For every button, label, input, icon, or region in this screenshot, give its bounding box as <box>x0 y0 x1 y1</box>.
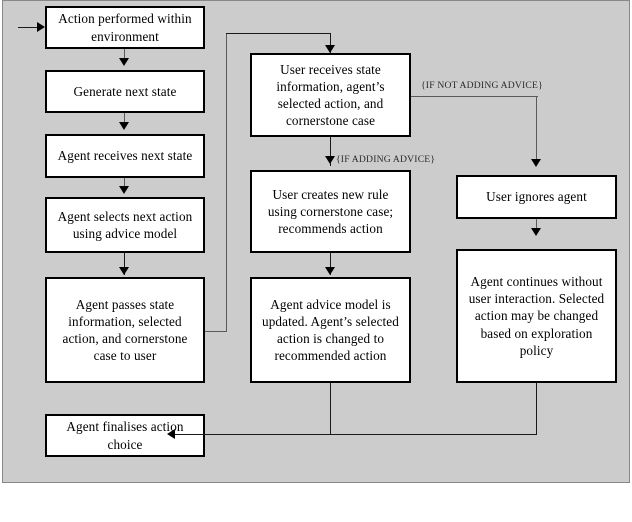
node-agent-selects-action-label: Agent selects next action using advice m… <box>57 208 193 241</box>
node-action-performed-label: Action performed within environment <box>58 11 192 44</box>
edge-userreceives-to-ignores-seg1 <box>411 96 538 97</box>
node-action-performed[interactable]: Action performed within environment <box>45 6 205 49</box>
node-generate-next-state-label: Generate next state <box>73 83 177 99</box>
edge-userreceives-to-ignores-arrowhead <box>531 159 541 167</box>
node-user-receives-state-label: User receives state information, agent’s… <box>276 61 385 129</box>
node-user-ignores-agent-label: User ignores agent <box>486 189 587 205</box>
node-agent-continues-label: Agent continues without user interaction… <box>468 274 605 358</box>
node-agent-finalises-label: Agent finalises action choice <box>66 419 184 452</box>
edge-advicemodel-to-return-bus <box>330 383 331 435</box>
node-agent-finalises[interactable]: Agent finalises action choice <box>45 414 205 457</box>
edge-userreceives-to-createsrule-line <box>330 137 331 166</box>
edge-continues-to-return-bus <box>536 383 537 435</box>
node-agent-receives-state-label: Agent receives next state <box>57 148 193 164</box>
edge-generate-to-receives-arrowhead <box>119 122 129 130</box>
node-advice-model-updated[interactable]: Agent advice model is updated. Agent’s s… <box>250 277 411 383</box>
edge-receives-to-selects-line <box>124 178 125 191</box>
edge-createsrule-to-advicemodel-line <box>330 253 331 275</box>
node-agent-receives-state[interactable]: Agent receives next state <box>45 134 205 178</box>
edge-action-to-generate-arrowhead <box>119 58 129 66</box>
edge-createsrule-to-advicemodel-arrowhead <box>325 267 335 275</box>
edge-label-if-not-adding-advice: {IF NOT ADDING ADVICE} <box>421 80 543 91</box>
node-agent-passes-state[interactable]: Agent passes state information, selected… <box>45 277 205 383</box>
edge-label-if-adding-advice: {IF ADDING ADVICE} <box>336 154 436 165</box>
edge-userreceives-to-ignores-seg2 <box>536 96 537 165</box>
edge-selects-to-passes-line <box>124 253 125 275</box>
flowchart-panel: Action performed within environment Gene… <box>2 0 630 483</box>
edge-ignores-to-continues-line <box>536 219 537 235</box>
edge-ignores-to-continues-arrowhead <box>531 228 541 236</box>
edge-passes-to-userreceives-seg2 <box>226 33 227 332</box>
edge-passes-to-userreceives-seg1 <box>205 331 227 332</box>
node-generate-next-state[interactable]: Generate next state <box>45 70 205 113</box>
node-advice-model-updated-label: Agent advice model is updated. Agent’s s… <box>262 296 399 364</box>
edge-return-bus-corner <box>536 426 537 435</box>
edge-entry-arrowhead <box>37 22 45 32</box>
node-agent-continues[interactable]: Agent continues without user interaction… <box>456 249 617 383</box>
edge-action-to-generate-line <box>124 49 125 64</box>
edge-selects-to-passes-arrowhead <box>119 267 129 275</box>
node-user-receives-state[interactable]: User receives state information, agent’s… <box>250 53 411 137</box>
node-user-ignores-agent[interactable]: User ignores agent <box>456 175 617 219</box>
node-agent-selects-action[interactable]: Agent selects next action using advice m… <box>45 197 205 253</box>
edge-receives-to-selects-arrowhead <box>119 186 129 194</box>
edge-generate-to-receives-line <box>124 113 125 128</box>
node-agent-passes-state-label: Agent passes state information, selected… <box>62 296 188 364</box>
page-artifact-text <box>250 506 253 518</box>
edge-passes-to-userreceives-seg4 <box>330 33 331 53</box>
edge-userreceives-to-createsrule-arrowhead <box>325 156 335 164</box>
node-user-creates-rule-label: User creates new rule using cornerstone … <box>267 186 394 237</box>
node-user-creates-rule[interactable]: User creates new rule using cornerstone … <box>250 170 411 253</box>
edge-return-bus-horizontal <box>169 434 537 435</box>
edge-entry-line <box>18 27 42 28</box>
edge-passes-to-userreceives-seg3 <box>226 33 331 34</box>
edge-return-bus-arrowhead <box>167 429 175 439</box>
edge-passes-to-userreceives-arrowhead <box>325 45 335 53</box>
